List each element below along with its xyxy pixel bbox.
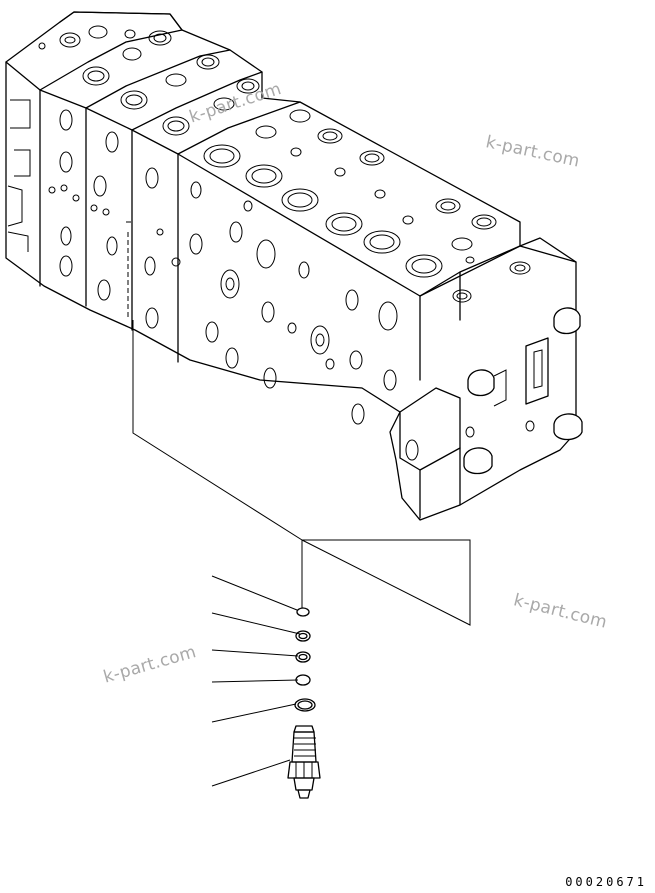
assembly-leader-bracket — [132, 320, 471, 626]
end-cap-section — [399, 245, 583, 519]
control-valve-body — [5, 11, 583, 521]
main-side-face — [177, 153, 521, 425]
main-face-ports — [203, 109, 497, 278]
drawing-code: 00020671 — [565, 875, 647, 889]
part-backup-ring-1 — [211, 612, 311, 642]
part-o-ring-2 — [211, 674, 311, 686]
exploded-parts — [211, 575, 321, 799]
part-o-ring-1 — [211, 649, 311, 663]
part-backup-ring-2 — [211, 698, 316, 723]
part-plug — [211, 575, 310, 617]
valve-section-2 — [39, 30, 231, 307]
part-check-valve-cartridge — [211, 725, 321, 799]
